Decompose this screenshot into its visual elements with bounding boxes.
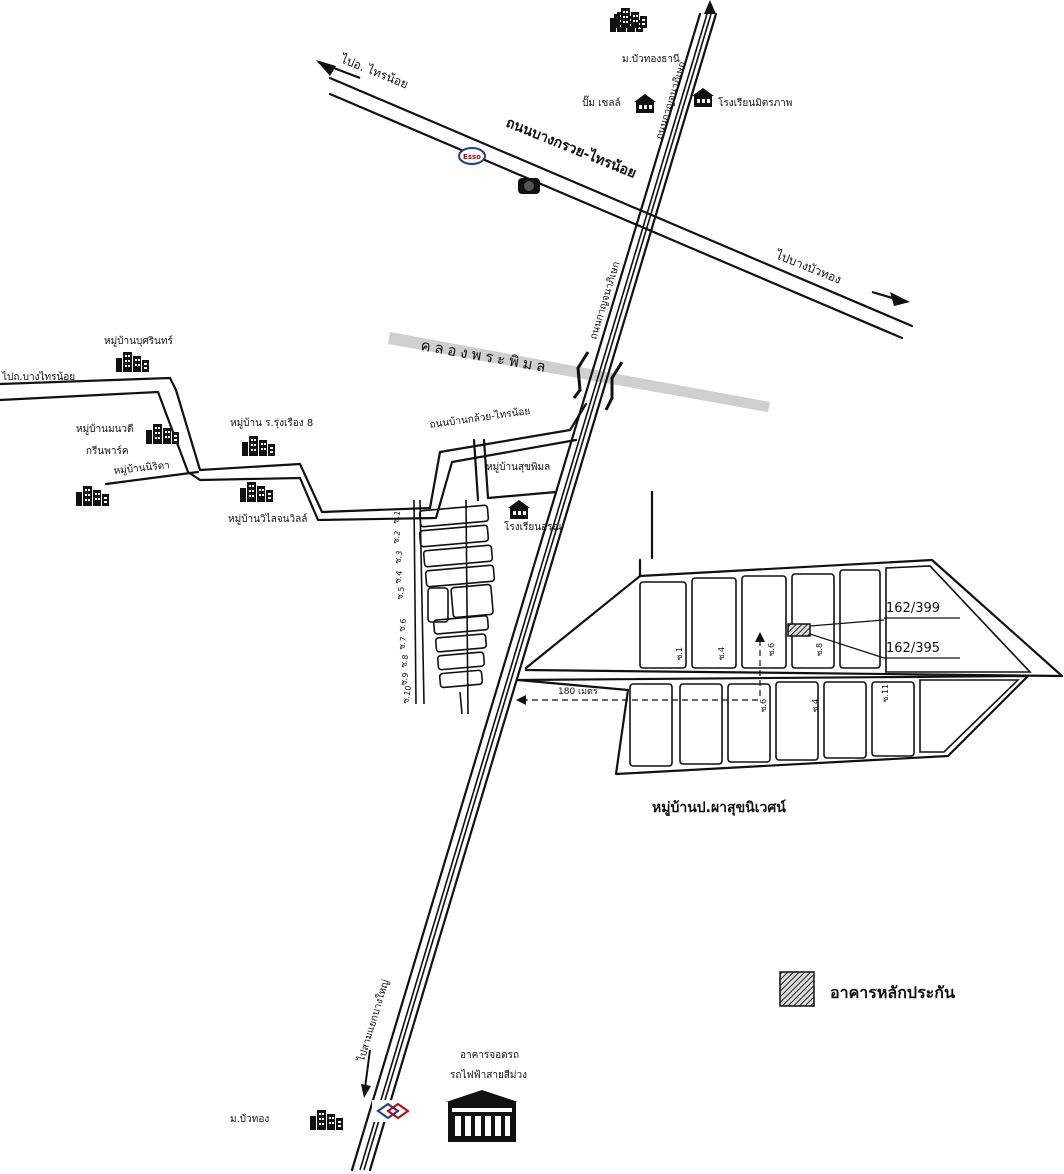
svg-text:Esso: Esso: [463, 153, 481, 161]
main-village-label: หมู่บ้านป.ผาสุขนิเวศน์: [652, 799, 786, 816]
soi-label: ซ.1: [391, 510, 402, 524]
road-label-left: ไปถ.บางไทรน้อย: [1, 371, 75, 383]
soi-label: ซ.4: [717, 647, 726, 660]
canal-label: คลองพระพิมล: [419, 336, 551, 376]
building-icon: [116, 352, 149, 372]
road-label-ban-kluai: ถนนบ้านกล้วย-ไทรน้อย: [429, 405, 531, 431]
distance-label: 180 เมตร: [558, 687, 598, 697]
arrow-down-icon: [361, 1049, 371, 1098]
place-depot-line1: อาคารจอดรถ: [460, 1050, 519, 1061]
address-399: 162/399: [886, 601, 940, 616]
school-icon: [692, 88, 714, 107]
gas-station-icon: [634, 94, 656, 113]
soi-label: ซ.8: [815, 643, 824, 656]
place-bua-thong-thani: ม.บัวทองธานี: [622, 53, 680, 65]
soi-label: ซ.6: [759, 699, 768, 712]
distance-arrow-icon: [516, 695, 526, 705]
soi-label: ซ.3: [393, 550, 404, 564]
mrt-logo-icon: [372, 1100, 410, 1122]
place-mb-manwadi: หมู่บ้านมนวดี: [76, 423, 134, 435]
arrow-up-icon: [704, 0, 716, 14]
place-rong-rian: โรงเรียนมิตรภาพ: [718, 96, 792, 109]
soi-label: ซ.9: [399, 672, 410, 686]
building-icon: [146, 424, 179, 444]
place-mor-bua-thong: ม.บัวทอง: [230, 1114, 269, 1125]
depot-building-icon: [446, 1090, 518, 1142]
soi-label: ซ.8: [399, 654, 410, 668]
place-mb-nipon: หมู่บ้านสุขพิมล: [486, 461, 550, 473]
bridge-marks: [572, 351, 624, 411]
place-mb-nirita: หมู่บ้านนิริดา: [113, 459, 170, 477]
soi-label: ซ.11: [881, 684, 890, 702]
soi-label: ซ.4: [811, 699, 820, 712]
place-depot-line2: รถไฟฟ้าสายสีม่วง: [450, 1069, 527, 1081]
soi-labels-main: ซ.1 ซ.4 ซ.6 ซ.8 ซ.6 ซ.4 ซ.11: [675, 643, 890, 712]
soi-label: ซ.1: [675, 647, 684, 660]
soi-label: ซ.5: [395, 586, 406, 600]
collateral-building: [787, 623, 811, 637]
soi-label: ซ.4: [393, 570, 404, 584]
road-label-bangkruai-sainoi: ถนนบางกรวย-ไทรน้อย: [504, 113, 640, 182]
building-icon: [76, 486, 109, 506]
building-icon: [242, 436, 275, 456]
place-mb-busarin: หมู่บ้านบุศรินทร์: [104, 335, 173, 347]
place-mb-vicharn: หมู่บ้านวิไลจนวิลล์: [228, 513, 307, 525]
place-mb-ror-rungruang: หมู่บ้าน ร.รุ่งเรือง 8: [230, 417, 313, 429]
legend: อาคารหลักประกัน: [779, 971, 955, 1007]
road-ban-kluai: [0, 376, 588, 522]
place-green-park: กรีนพาร์ค: [86, 445, 129, 457]
road-bangkruai-sainoi: [316, 60, 914, 340]
soi-label: ซ.2: [391, 530, 402, 544]
soi-label: ซ.6: [767, 643, 776, 656]
school-icon: [508, 500, 530, 519]
soi-labels-left: ซ.1 ซ.2 ซ.3 ซ.4 ซ.5 ซ.6 ซ.7 ซ.8 ซ.9ซ.10: [391, 510, 413, 704]
gas-logo-icon: [518, 178, 540, 194]
subdivision-left: [413, 438, 558, 715]
esso-icon: Esso: [458, 147, 486, 165]
road-label-kanchanaphisek-top: ถนนกาญจนาภิเษก: [654, 60, 688, 141]
soi-label: ซ.6: [397, 618, 408, 632]
legend-swatch: [779, 971, 815, 1007]
building-icon: [310, 1110, 343, 1130]
address-395: 162/395: [886, 641, 940, 656]
building-icon: [240, 482, 273, 502]
highway-kanchanaphisek: [350, 0, 718, 1172]
soi-label: ซ.10: [401, 685, 413, 704]
soi-label: ซ.7: [397, 636, 408, 650]
place-pump-shell: ปั๊ม เชลล์: [582, 95, 621, 109]
subdivision-main: [516, 490, 1064, 776]
road-label-to-sam-yaek: ไปสามแยกบางใหญ่: [355, 978, 392, 1064]
place-school-small: โรงเรียนอรุณ: [504, 520, 562, 533]
legend-label: อาคารหลักประกัน: [830, 983, 955, 1002]
